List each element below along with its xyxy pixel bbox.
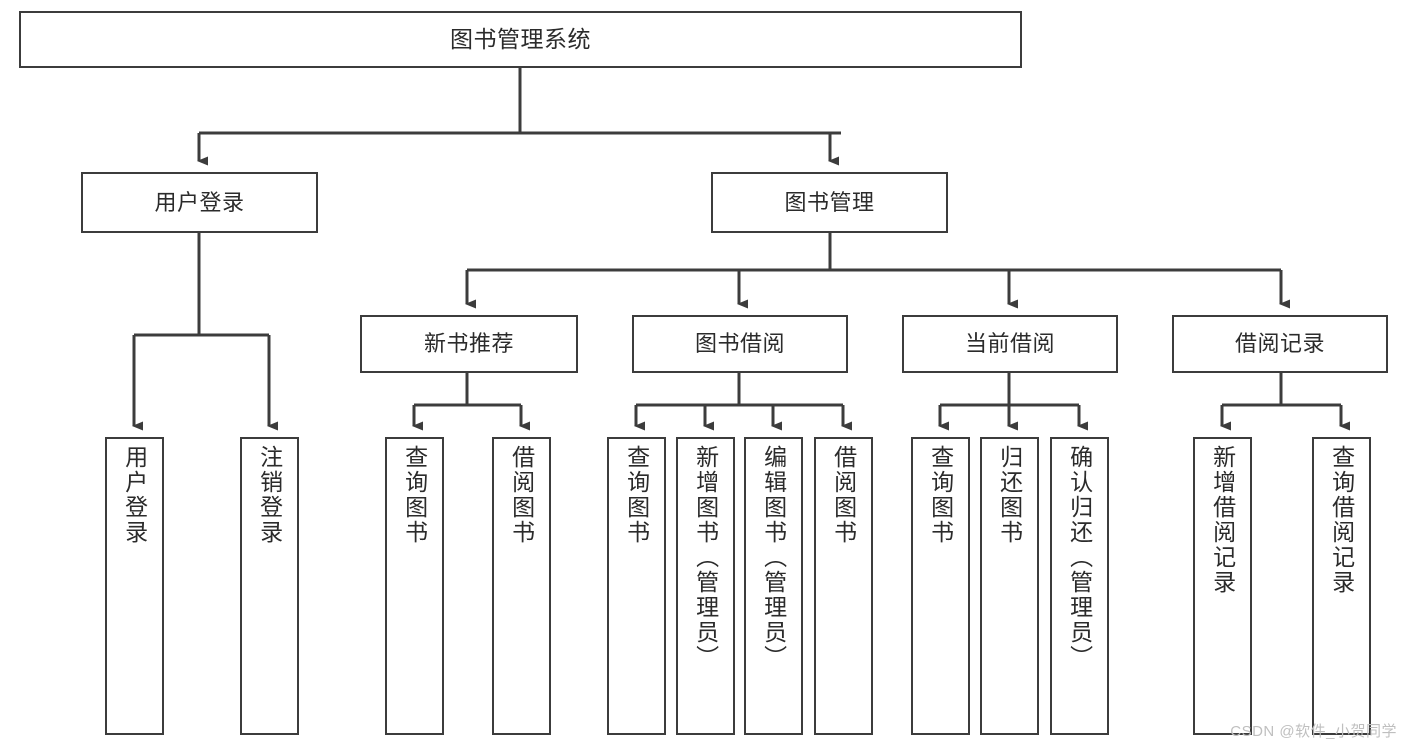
leaf-query-book-current[interactable]: 查询图书 xyxy=(911,437,970,735)
node-book-borrow[interactable]: 图书借阅 xyxy=(632,315,848,373)
node-new-book-recommend[interactable]: 新书推荐 xyxy=(360,315,578,373)
node-label: 借阅记录 xyxy=(1234,331,1325,357)
node-label: 用户登录 xyxy=(121,445,148,545)
leaf-return-book[interactable]: 归还图书 xyxy=(980,437,1039,735)
node-label: 查询图书 xyxy=(623,445,650,545)
leaf-query-borrow-record[interactable]: 查询借阅记录 xyxy=(1312,437,1371,735)
watermark: CSDN @软件_小贺同学 xyxy=(1230,723,1397,740)
node-label: 借阅图书 xyxy=(830,445,857,545)
node-label: 借阅图书 xyxy=(508,445,535,545)
node-user-login[interactable]: 用户登录 xyxy=(81,172,318,233)
leaf-add-book[interactable]: 新增图书（管理员） xyxy=(676,437,735,735)
node-label: 注销登录 xyxy=(256,445,283,545)
leaf-user-login[interactable]: 用户登录 xyxy=(105,437,164,735)
node-label: 编辑图书（管理员） xyxy=(760,445,787,670)
node-label: 查询图书 xyxy=(927,445,954,545)
node-label: 图书借阅 xyxy=(694,331,785,357)
leaf-add-borrow-record[interactable]: 新增借阅记录 xyxy=(1193,437,1252,735)
leaf-query-book-recommend[interactable]: 查询图书 xyxy=(385,437,444,735)
node-label: 归还图书 xyxy=(996,445,1023,545)
node-label: 新书推荐 xyxy=(423,331,514,357)
leaf-borrow-book-recommend[interactable]: 借阅图书 xyxy=(492,437,551,735)
node-label: 图书管理 xyxy=(784,189,875,215)
leaf-query-book-borrow[interactable]: 查询图书 xyxy=(607,437,666,735)
leaf-confirm-return[interactable]: 确认归还（管理员） xyxy=(1050,437,1109,735)
node-label: 图书管理系统 xyxy=(450,25,591,52)
node-book-manage[interactable]: 图书管理 xyxy=(711,172,948,233)
node-label: 当前借阅 xyxy=(964,331,1055,357)
node-label: 查询图书 xyxy=(401,445,428,545)
node-label: 确认归还（管理员） xyxy=(1066,445,1093,670)
node-label: 新增借阅记录 xyxy=(1209,445,1236,595)
node-label: 用户登录 xyxy=(154,189,245,215)
node-label: 查询借阅记录 xyxy=(1328,445,1355,595)
leaf-logout-login[interactable]: 注销登录 xyxy=(240,437,299,735)
node-current-borrow[interactable]: 当前借阅 xyxy=(902,315,1118,373)
leaf-edit-book[interactable]: 编辑图书（管理员） xyxy=(744,437,803,735)
node-root-system[interactable]: 图书管理系统 xyxy=(19,11,1022,68)
node-label: 新增图书（管理员） xyxy=(692,445,719,670)
node-borrow-record[interactable]: 借阅记录 xyxy=(1172,315,1388,373)
leaf-borrow-book[interactable]: 借阅图书 xyxy=(814,437,873,735)
